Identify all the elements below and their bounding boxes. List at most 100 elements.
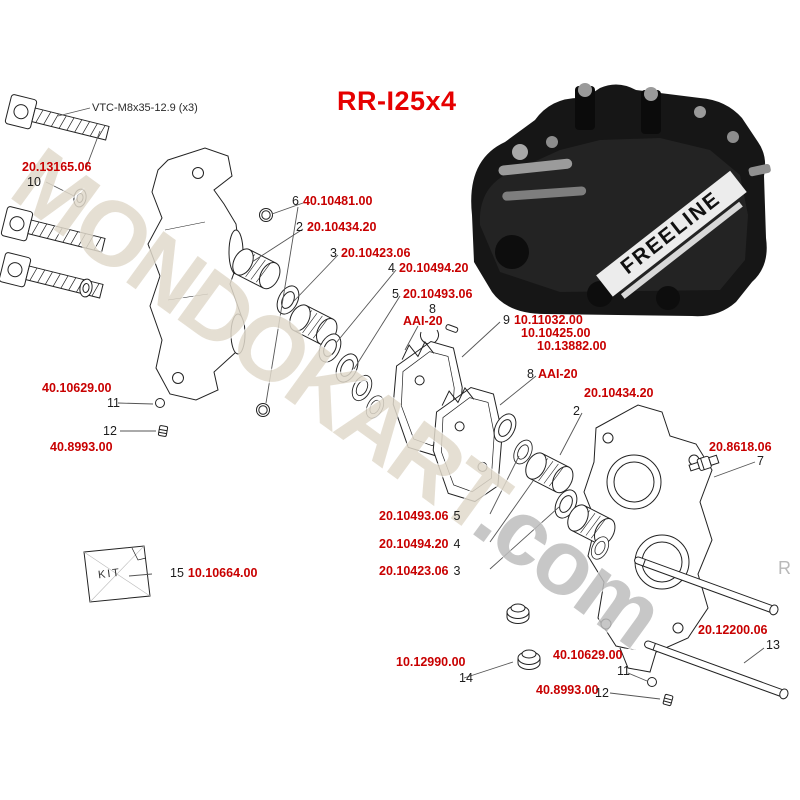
callout-vtc-note: VTC-M8x35-12.9 (x3) (92, 101, 198, 115)
item-number: 2 (573, 404, 580, 418)
photo-pad-pin (502, 186, 587, 201)
callout: 40.10629.00 (42, 381, 112, 396)
item-number: 8 (429, 302, 436, 316)
note-text: VTC-M8x35-12.9 (x3) (92, 102, 198, 114)
part-number: 10.13882.00 (537, 339, 607, 353)
grub-screw-drawing (662, 693, 674, 707)
part-number: 20.10493.06 (379, 509, 449, 523)
socket-bolt-drawing (0, 205, 108, 261)
item-number: 13 (766, 638, 780, 652)
part-number: 20.8618.06 (709, 440, 772, 454)
item-number: 4 (453, 537, 461, 551)
socket-bolt-drawing (0, 251, 106, 307)
item-number: 10 (27, 175, 41, 189)
kit-box-drawing (83, 545, 151, 603)
item-number: 9 (503, 313, 510, 327)
callout: 20.10494.20 4 (379, 537, 461, 552)
left-caliper-half-drawing (147, 147, 246, 401)
photo-bolt-head (727, 131, 739, 143)
rubber-cap-drawing (506, 603, 530, 624)
part-number: 10.10664.00 (187, 566, 258, 580)
callout: 20.13165.06 (22, 160, 92, 175)
photo-bleed-screw (748, 163, 771, 177)
part-number: 20.10434.20 (306, 220, 377, 234)
callout: 10.13882.00 (537, 339, 607, 354)
caliper-photo: FREELINE (471, 83, 771, 317)
o-ring-drawing (256, 403, 270, 417)
part-number: 20.10434.20 (584, 386, 654, 400)
part-number: 40.8993.00 (50, 440, 113, 454)
callout: 13 (766, 638, 784, 653)
part-number: 20.10423.06 (379, 564, 449, 578)
part-number: AAI-20 (403, 314, 443, 328)
callout: 10.10425.00 (521, 326, 591, 341)
item-number: 7 (757, 454, 764, 468)
photo-bolt-head (694, 106, 706, 118)
ball-drawing (155, 398, 165, 408)
item-number: 6 (292, 194, 299, 208)
callout: AAI-20 (403, 314, 443, 329)
callout: 2 (573, 404, 584, 419)
callout: 20.10423.06 3 (379, 564, 461, 579)
item-number: 2 (296, 220, 303, 234)
callout: 12 (103, 424, 121, 439)
item-number: 3 (330, 246, 337, 260)
leader-lines (45, 107, 765, 700)
item-number: 5 (392, 287, 399, 301)
item-number: 12 (595, 686, 609, 700)
part-number: 20.12200.06 (698, 623, 768, 637)
callout: 10.12990.00 (396, 655, 466, 670)
callout: 14 (459, 671, 477, 686)
item-number: 12 (103, 424, 117, 438)
part-number: 10.11032.00 (513, 313, 583, 327)
callout: 40.8993.00 (50, 440, 113, 455)
part-number: 40.8993.00 (536, 683, 599, 697)
grub-screw-drawing (157, 424, 169, 438)
callout: 20.12200.06 (698, 623, 768, 638)
callout: 40.10629.00 (553, 648, 623, 663)
part-number: 10.12990.00 (396, 655, 466, 669)
o-ring-drawing (259, 208, 273, 222)
item-number: 5 (453, 509, 461, 523)
callout: 8 (429, 302, 440, 317)
part-number: 40.10629.00 (42, 381, 112, 395)
item-number: 4 (388, 261, 395, 275)
callout: 12 (595, 686, 613, 701)
callout: 11 (107, 396, 124, 411)
item-number: 3 (453, 564, 461, 578)
callout: 20.8618.06 (709, 440, 772, 455)
rubber-cap-drawing (517, 649, 541, 670)
item-number: 11 (617, 664, 630, 678)
part-number: 10.10425.00 (521, 326, 591, 340)
part-number: 20.10494.20 (379, 537, 449, 551)
callout: 40.8993.00 (536, 683, 599, 698)
callout: 20.10434.20 (584, 386, 654, 401)
part-number: 20.10493.06 (402, 287, 473, 301)
callout: 11 (617, 664, 634, 679)
part-number: 20.10494.20 (398, 261, 469, 275)
washer-drawing (72, 187, 88, 209)
callout: 7 (757, 454, 768, 469)
item-number: 8 (527, 367, 534, 381)
photo-bolt-head (644, 87, 658, 101)
item-number: 15 (170, 566, 184, 580)
item-number: 14 (459, 671, 473, 685)
item-number: 11 (107, 396, 120, 410)
photo-bolt-head (578, 83, 592, 97)
photo-bolt-head (512, 144, 528, 160)
photo-bolt-head (546, 136, 558, 148)
part-number: 20.10423.06 (340, 246, 411, 260)
ball-drawing (647, 677, 657, 687)
part-number: 40.10481.00 (302, 194, 373, 208)
part-number: 20.13165.06 (22, 160, 92, 174)
